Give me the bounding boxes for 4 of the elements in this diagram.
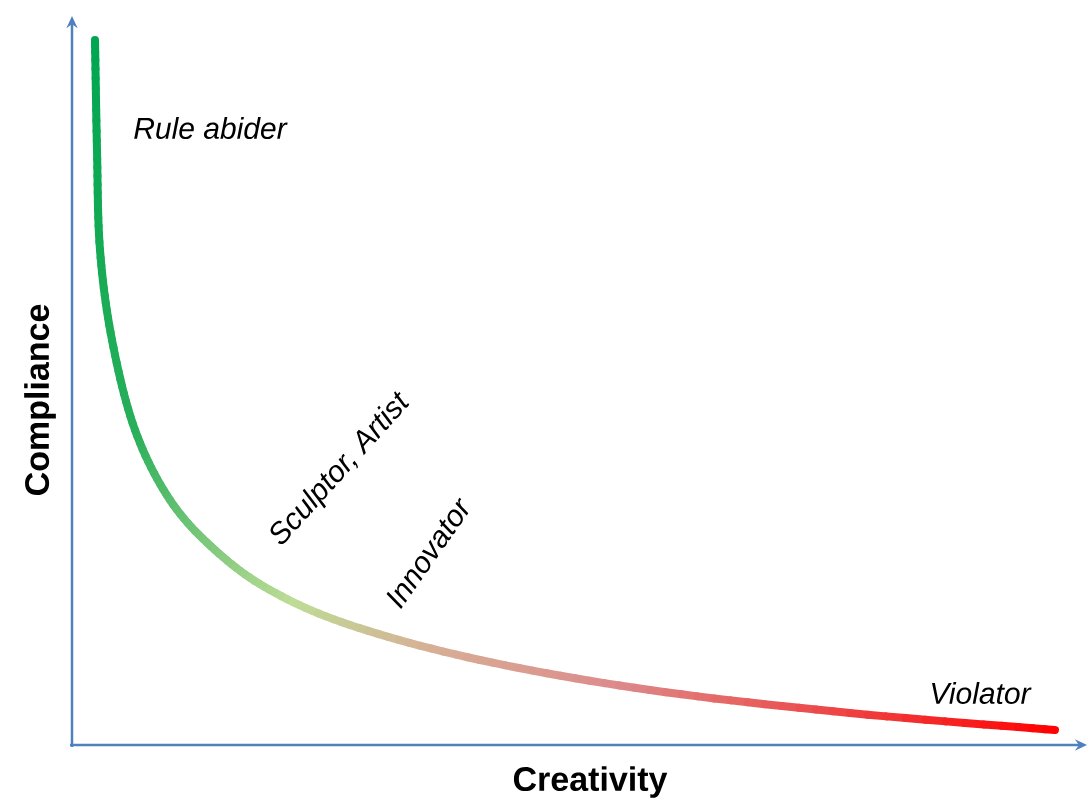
curve-label: Violator bbox=[932, 682, 1032, 704]
axis-title: Creativity bbox=[513, 766, 668, 798]
axis-title: Compliance bbox=[24, 304, 56, 495]
curve-label: Rule abider bbox=[134, 116, 288, 139]
